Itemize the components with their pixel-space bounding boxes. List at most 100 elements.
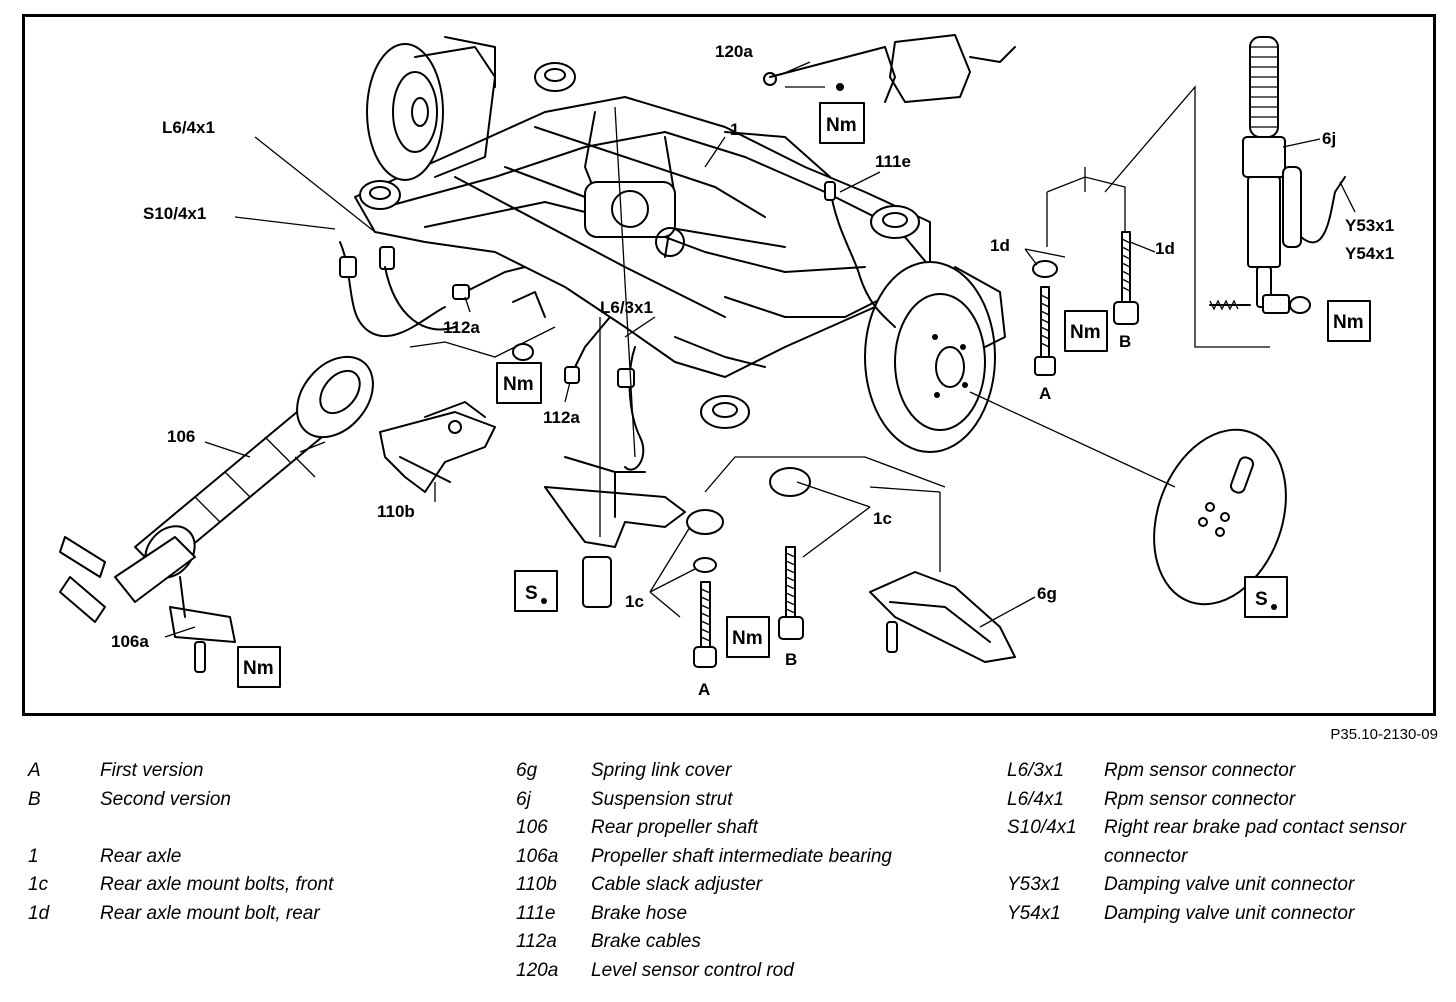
legend-desc: Rear axle mount bolts, front (100, 874, 334, 895)
label-1c-right: 1c (873, 509, 892, 528)
front-mount-bolts-1c (649, 456, 946, 668)
label-1d-left: 1d (990, 236, 1010, 255)
legend-desc: Second version (100, 788, 231, 810)
torque-box: Nm (496, 362, 542, 404)
label-y53x1: Y53x1 (1345, 216, 1394, 235)
legend-desc: Rear propeller shaft (591, 817, 758, 838)
level-sensor-assembly (763, 34, 1016, 103)
right-brake-disc (864, 261, 1006, 453)
left-wheel-hub (366, 36, 496, 181)
legend-code: 1 (28, 845, 39, 867)
legend-code: 6g (516, 760, 538, 781)
spring-link-cover (869, 486, 1016, 663)
legend-desc: Damping valve unit connector (1104, 874, 1355, 895)
label-l6-4x1: L6/4x1 (162, 118, 215, 137)
legend-desc: Propeller shaft intermediate bearing (591, 845, 893, 867)
svg-text:Nm: Nm (1333, 312, 1364, 333)
legend-item: 106a Propeller shaft intermediate bearing (516, 843, 892, 872)
legend-code: 106 (516, 817, 548, 838)
label-1d-right: 1d (1155, 239, 1175, 258)
legend-item: S10/4x1 Right rear brake pad contact sens… (1007, 814, 1424, 871)
leader-lines (164, 61, 1356, 638)
legend-desc: Spring link cover (591, 760, 732, 781)
centering-bracket (544, 317, 686, 608)
label-112a-mid: 112a (543, 408, 580, 427)
cable-slack-adjuster (379, 401, 496, 493)
label-b-bottom: B (785, 650, 797, 669)
label-s10-4x1: S10/4x1 (143, 204, 206, 223)
legend-column-2: 6g Spring link cover 6j Suspension strut 1… (516, 757, 892, 985)
label-111e: 111e (875, 152, 911, 171)
legend-desc: Rear axle mount bolt, rear (100, 902, 320, 924)
torque-box: Nm (237, 646, 281, 688)
legend-desc: Rpm sensor connector (1104, 760, 1296, 781)
legend-item: A First version (28, 757, 333, 786)
label-a-right: A (1039, 384, 1051, 403)
label-y54x1: Y54x1 (1345, 244, 1394, 263)
legend-item: L6/4x1 Rpm sensor connector (1007, 786, 1424, 815)
legend-code: 106a (516, 845, 559, 867)
rear-axle-exploded-drawing: 120a 1 6j L6/4x1 111e S10/4x1 1d 1d Y53x… (59, 34, 1394, 699)
legend-desc: Suspension strut (591, 788, 733, 810)
label-1c-left: 1c (625, 592, 644, 611)
legend-code: 1c (28, 874, 49, 895)
label-l6-3x1: L6/3x1 (600, 298, 653, 317)
label-120a: 120a (715, 42, 753, 61)
label-b-right: B (1119, 332, 1131, 351)
legend-item: 1 Rear axle (28, 843, 333, 872)
legend-desc: Rear axle (100, 845, 182, 867)
exploded-diagram-frame: 120a 1 6j L6/4x1 111e S10/4x1 1d 1d Y53x… (22, 14, 1436, 716)
legend-code: 112a (516, 931, 557, 952)
legend-desc: First version (100, 760, 204, 781)
legend-code: 111e (516, 902, 556, 924)
legend-code: 120a (516, 959, 559, 981)
suspension-strut (1209, 36, 1346, 314)
torque-box: Nm (726, 616, 770, 658)
label-a-bottom: A (698, 680, 710, 699)
torque-box: Nm (819, 102, 865, 144)
legend-code: 6j (516, 788, 531, 810)
wheel-cover-disc (969, 391, 1287, 606)
legend-desc: Rpm sensor connector (1104, 788, 1296, 810)
svg-text:Nm: Nm (503, 374, 534, 395)
svg-text:S: S (525, 583, 538, 604)
legend-code: 110b (516, 874, 557, 895)
torque-box: Nm (1064, 310, 1108, 352)
legend-item: 1c Rear axle mount bolts, front (28, 871, 333, 900)
label-106a: 106a (111, 632, 149, 651)
legend-code: S10/4x1 (1007, 817, 1077, 838)
label-110b: 110b (377, 502, 415, 521)
label-6j: 6j (1322, 129, 1336, 148)
label-6g: 6g (1037, 584, 1057, 603)
legend-desc: Damping valve unit connector (1104, 902, 1355, 924)
rear-mount-bolts-1d (1024, 167, 1156, 376)
rear-propeller-shaft (59, 355, 374, 673)
legend-code: L6/4x1 (1007, 788, 1065, 810)
rear-axle-carrier (354, 96, 931, 378)
legend-code: 1d (28, 902, 50, 924)
svg-text:Nm: Nm (826, 115, 857, 136)
legend-item: 112a Brake cables (516, 928, 892, 957)
svg-text:Nm: Nm (1070, 322, 1101, 343)
legend-desc: Cable slack adjuster (591, 874, 763, 895)
label-106: 106 (167, 427, 195, 446)
special-tool-box: S (1244, 576, 1288, 618)
legend-item: 106 Rear propeller shaft (516, 814, 892, 843)
legend-item: 6g Spring link cover (516, 757, 892, 786)
carrier-rubber-mounts (359, 62, 931, 429)
special-tool-box: S (514, 570, 558, 612)
legend-item: 1d Rear axle mount bolt, rear (28, 900, 333, 929)
svg-text:S: S (1255, 589, 1268, 610)
legend-desc: Right rear brake pad contact sensor conn… (1104, 817, 1407, 867)
legend-code: A (28, 760, 41, 781)
legend-item: 110b Cable slack adjuster (516, 871, 892, 900)
svg-text:Nm: Nm (732, 628, 763, 649)
legend-desc: Brake cables (591, 931, 701, 952)
legend-item: 6j Suspension strut (516, 786, 892, 815)
